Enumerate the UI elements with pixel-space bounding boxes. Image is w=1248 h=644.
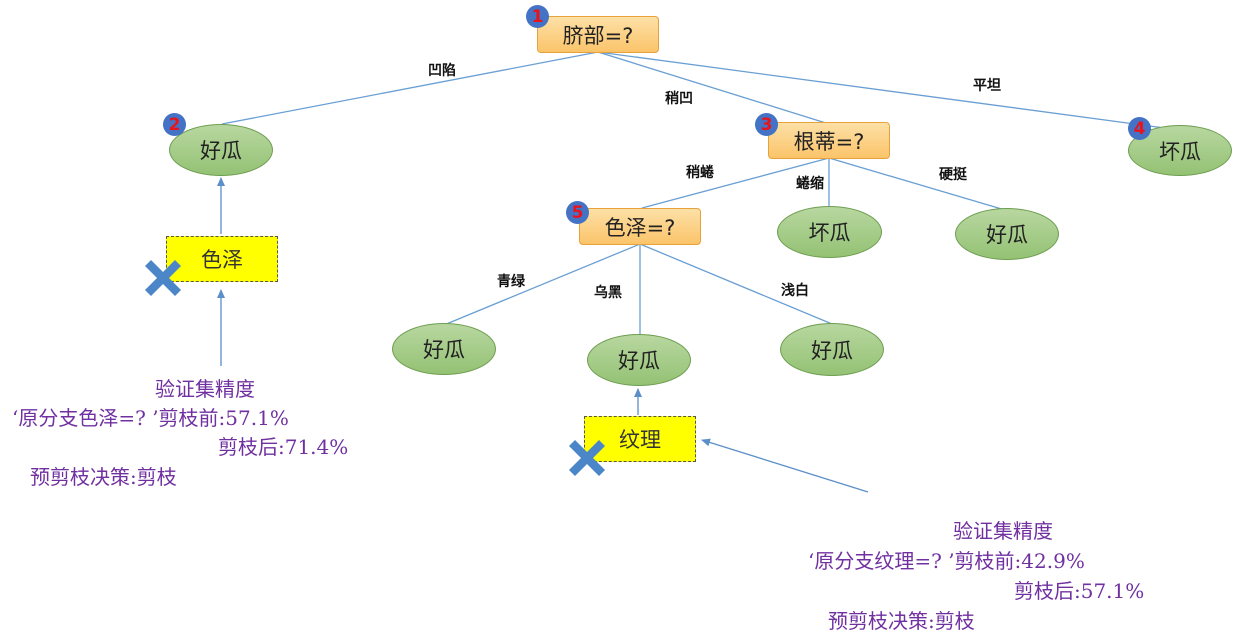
note-left-line2: 剪枝后:71.4% — [218, 435, 349, 459]
badge-node-4: 4 — [1128, 117, 1151, 140]
edge-label-n5-mid: 乌黑 — [594, 285, 622, 301]
cross-icon — [145, 260, 181, 296]
edge-root-left — [221, 51, 599, 125]
edge-label-n3-right: 硬挺 — [939, 167, 967, 183]
badge-node-3: 3 — [755, 113, 778, 136]
edge-root-mid — [597, 51, 830, 125]
edge-n5-right — [639, 243, 833, 325]
node-n5: 色泽=? — [579, 208, 701, 245]
note-right-title: 验证集精度 — [953, 519, 1053, 543]
node-n3-mid-leaf: 坏瓜 — [777, 206, 882, 258]
edge-n5-left — [443, 243, 641, 326]
edge-n3-right — [828, 157, 1006, 211]
node-n5-mid-leaf: 好瓜 — [587, 334, 691, 386]
node-n3-right-leaf: 好瓜 — [955, 208, 1059, 260]
edge-root-right — [597, 51, 1173, 130]
edge-label-n5-left: 青绿 — [497, 274, 525, 290]
node-n3: 根蒂=? — [768, 122, 890, 159]
edge-label-n3-left: 稍蜷 — [686, 165, 714, 181]
edge-label-n3-mid: 蜷缩 — [796, 176, 824, 192]
cross-icon — [569, 440, 605, 476]
note-left-title: 验证集精度 — [155, 377, 255, 401]
node-root: 脐部=? — [537, 16, 659, 53]
badge-node-2: 2 — [163, 113, 186, 136]
badge-node-1: 1 — [526, 5, 549, 28]
note-right-line1: ‘原分支纹理=? ’剪枝前:42.9% — [808, 549, 1085, 573]
note-left-line3: 预剪枝决策:剪枝 — [30, 465, 177, 489]
note-right-line3: 预剪枝决策:剪枝 — [828, 609, 975, 633]
pruned-box-a: 色泽 — [166, 236, 278, 282]
edge-n3-left — [641, 157, 830, 209]
edge-label-n5-right: 浅白 — [781, 283, 809, 299]
edge-label-root-left: 凹陷 — [428, 63, 456, 79]
edge-label-root-mid: 稍凹 — [665, 91, 693, 107]
node-n5-left-leaf: 好瓜 — [392, 323, 496, 375]
pruned-box-b: 纹理 — [584, 416, 696, 462]
arrow-note-right-to-pruned-b — [701, 438, 869, 493]
node-n5-right-leaf: 好瓜 — [780, 323, 884, 376]
note-left-line1: ‘原分支色泽=? ’剪枝前:57.1% — [12, 406, 289, 430]
note-right-line2: 剪枝后:57.1% — [1014, 579, 1145, 603]
edge-label-root-right: 平坦 — [973, 78, 1001, 94]
badge-node-5: 5 — [566, 201, 589, 224]
node-n2-leaf: 好瓜 — [169, 124, 273, 176]
